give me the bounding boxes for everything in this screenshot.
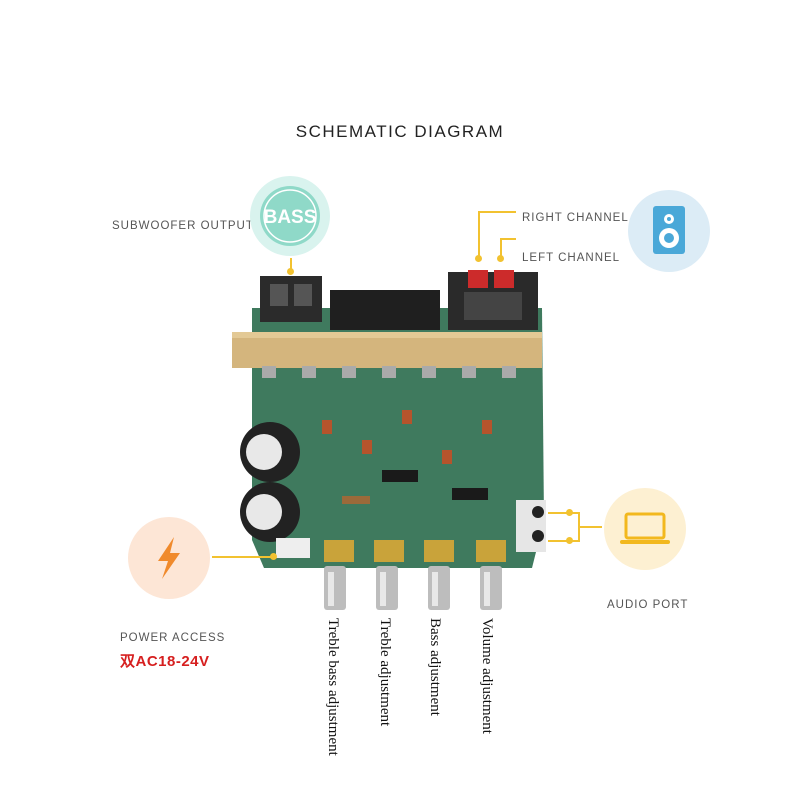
connector-line: [500, 238, 516, 240]
diagram-title: SCHEMATIC DIAGRAM: [295, 122, 505, 141]
connector-dot: [287, 268, 294, 275]
connector-line: [578, 526, 602, 528]
connector-dot: [475, 255, 482, 262]
knob-shafts: [320, 560, 520, 616]
connector-dot: [270, 553, 277, 560]
connector-line: [478, 211, 516, 213]
knob-label-treble-bass: Treble bass adjustment: [325, 618, 341, 756]
knob-label-volume: Volume adjustment: [479, 618, 495, 734]
connector-line: [500, 238, 502, 258]
label-right-channel: RIGHT CHANNEL: [522, 212, 629, 224]
laptop-icon: [604, 488, 686, 570]
power-value: 双AC18-24V: [120, 653, 210, 670]
label-subwoofer-output: SUBWOOFER OUTPUT: [112, 220, 254, 232]
label-audio-port: AUDIO PORT: [607, 599, 689, 611]
bass-icon: BASS: [250, 176, 330, 256]
connector-line: [548, 512, 578, 514]
amplifier-board: [232, 268, 552, 570]
connector-line: [212, 556, 274, 558]
connector-dot: [566, 509, 573, 516]
label-left-channel: LEFT CHANNEL: [522, 252, 621, 264]
connector-line: [290, 258, 292, 270]
lightning-icon: [128, 517, 210, 599]
knob-label-treble: Treble adjustment: [377, 618, 393, 727]
connector-dot: [566, 537, 573, 544]
connector-dot: [497, 255, 504, 262]
label-power-access: POWER ACCESS: [120, 632, 226, 644]
connector-line: [548, 540, 578, 542]
bass-badge-text: BASS: [264, 207, 317, 228]
knob-label-bass: Bass adjustment: [427, 618, 443, 716]
connector-line: [478, 211, 480, 257]
speaker-icon: [628, 190, 710, 272]
